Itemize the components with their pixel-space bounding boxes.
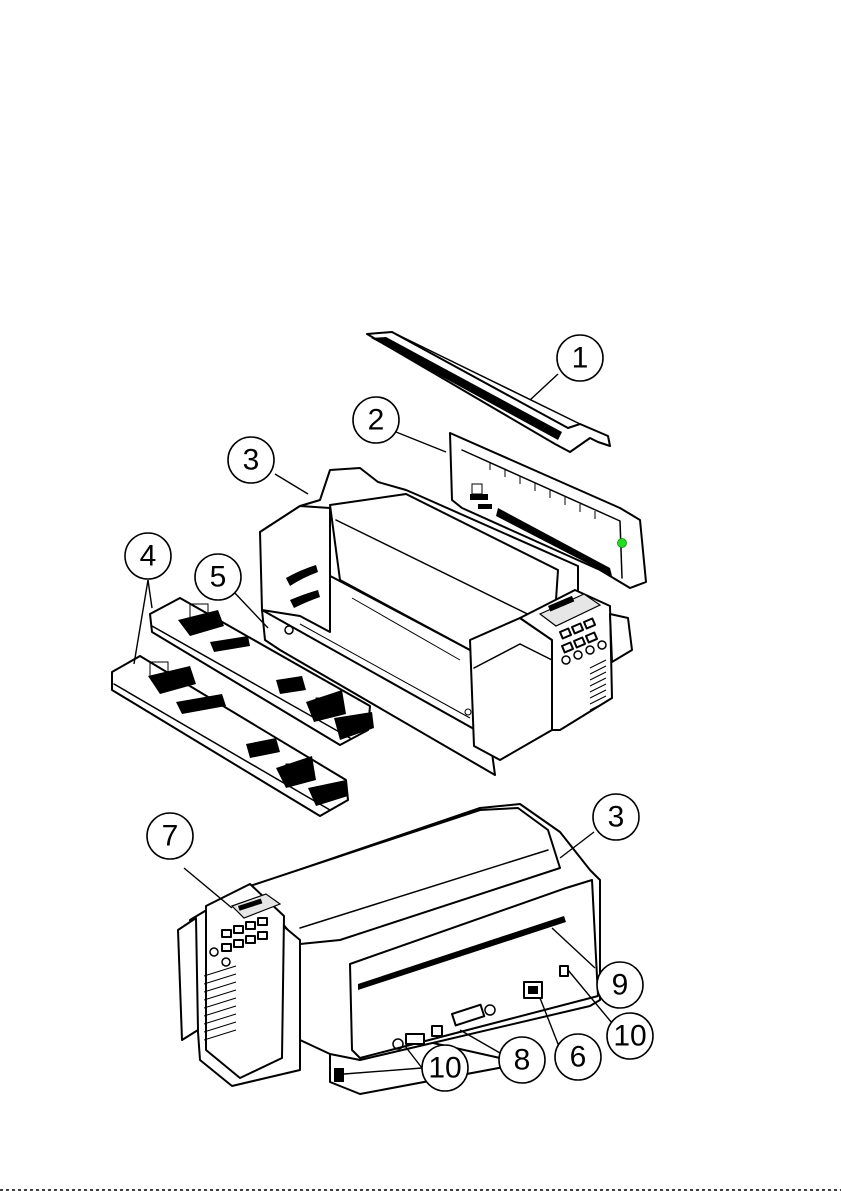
callout-9: 9 [597,962,643,1008]
callout-6-label: 6 [570,1041,587,1074]
callout-10-bottom-label: 10 [428,1052,461,1085]
tractor-units [112,598,374,816]
callout-1-label: 1 [572,342,589,375]
callout-1: 1 [557,335,603,381]
callout-10-right: 10 [607,1013,653,1059]
callout-10-right-label: 10 [613,1020,646,1053]
green-indicator-light [618,539,627,548]
callout-4-label: 4 [140,540,157,573]
callout-3-lower-label: 3 [608,801,625,834]
callout-8-label: 8 [514,1044,531,1077]
callout-5: 5 [195,554,241,600]
callout-3-lower: 3 [593,794,639,840]
callout-8: 8 [499,1037,545,1083]
callout-6: 6 [555,1034,601,1080]
callout-4: 4 [125,533,171,579]
callout-7-label: 7 [162,820,179,853]
callout-9-label: 9 [612,969,629,1002]
callout-7: 7 [147,813,193,859]
callout-2: 2 [353,397,399,443]
callout-3-upper: 3 [228,437,274,483]
callout-2-label: 2 [368,404,385,437]
callout-5-label: 5 [210,561,227,594]
callout-10-bottom: 10 [422,1045,468,1091]
callout-3-upper-label: 3 [243,444,260,477]
